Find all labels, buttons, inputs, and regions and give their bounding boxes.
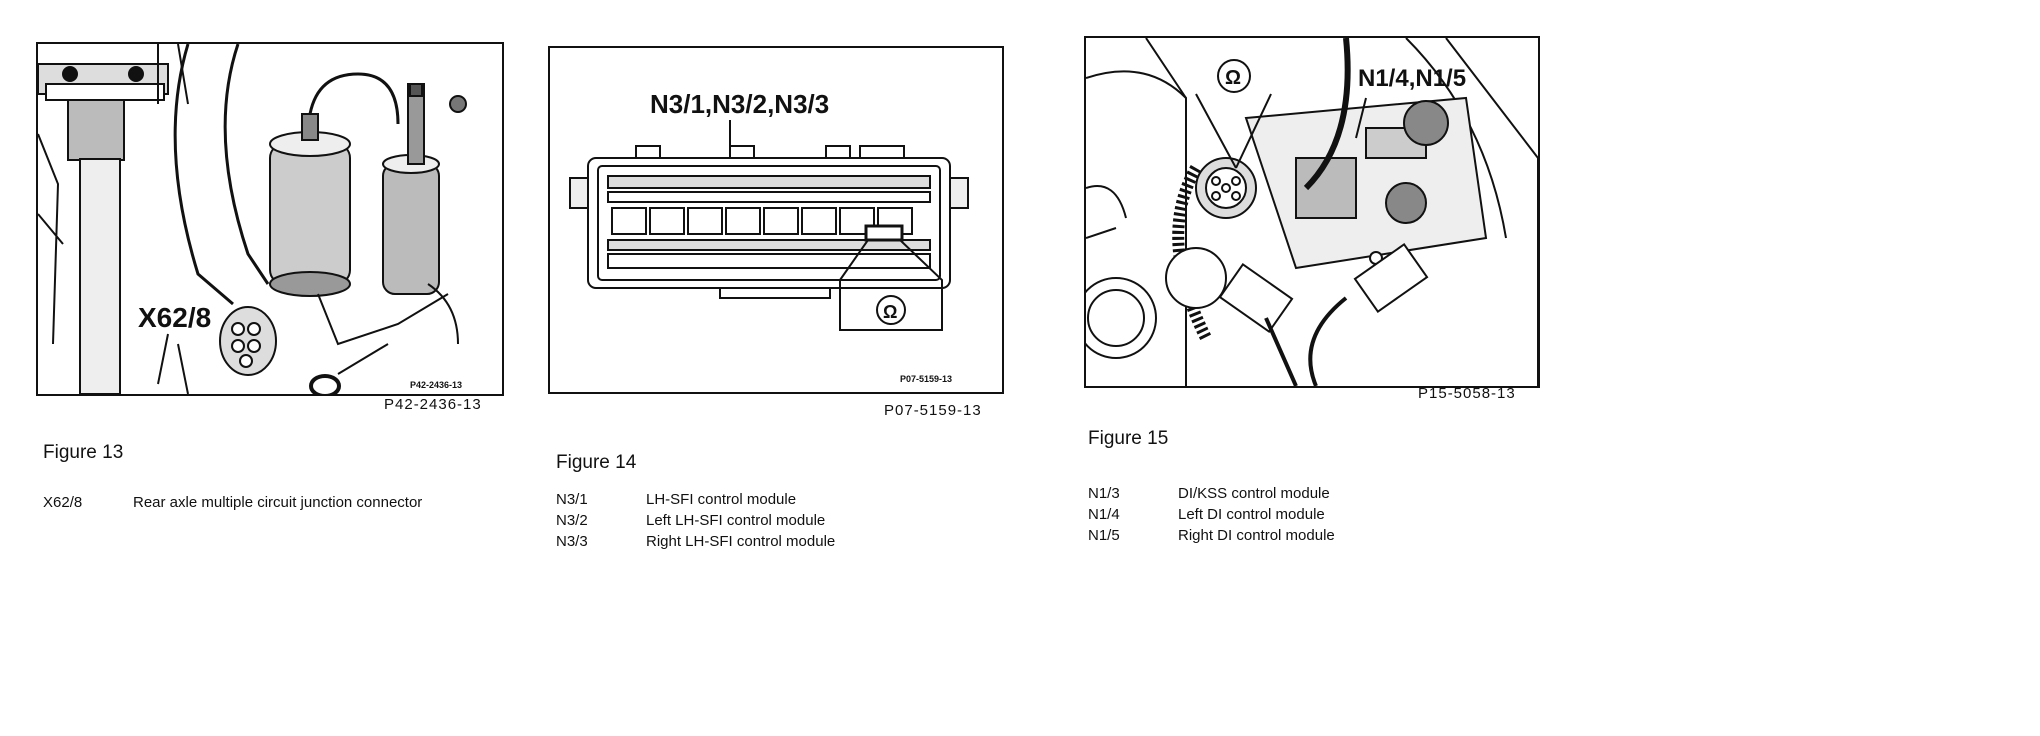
fuel-pump-drawing: X62/8 P42-2436-13 [38,44,467,394]
legend-row: N1/4 Left DI control module [1088,504,1335,525]
legend-row: N1/3 DI/KSS control module [1088,483,1335,504]
legend-code: N3/2 [556,512,588,529]
legend-desc: Left LH-SFI control module [646,512,826,529]
legend-row: N1/5 Right DI control module [1088,525,1335,546]
legend-row: N3/3 Right LH-SFI control module [556,531,835,552]
legend-desc: Left DI control module [1178,506,1325,523]
legend-code: N3/1 [556,491,588,508]
figure-14-legend: N3/1 LH-SFI control module N3/2 Left LH-… [556,489,835,552]
figure-15-illustration: Ω N1/4,N1/5 [1084,36,1540,388]
legend-code: N1/5 [1088,527,1120,544]
ohm-icon: Ω [1225,67,1241,89]
callout-x62-8: X62/8 [138,302,211,333]
figure-15-caption: Figure 15 [1088,428,1169,449]
figure-13-legend: X62/8 Rear axle multiple circuit junctio… [43,492,422,513]
legend-code: N3/3 [556,533,588,550]
legend-code: N1/3 [1088,485,1120,502]
legend-code: N1/4 [1088,506,1120,523]
figure-13-illustration: X62/8 P42-2436-13 [36,42,504,396]
legend-row: N3/1 LH-SFI control module [556,489,835,510]
legend-code: X62/8 [43,494,83,511]
ohm-icon: Ω [883,302,897,322]
inner-ref-code: P07-5159-13 [900,374,952,384]
figure-15-ref-code: P15-5058-13 [1418,385,1516,402]
legend-desc: Right DI control module [1178,527,1335,544]
legend-row: N3/2 Left LH-SFI control module [556,510,835,531]
legend-desc: Right LH-SFI control module [646,533,836,550]
legend-row: X62/8 Rear axle multiple circuit junctio… [43,492,422,513]
legend-desc: DI/KSS control module [1178,485,1330,502]
figure-14-illustration: N3/1,N3/2,N3/3 [548,46,1004,394]
ignition-module-drawing: Ω N1/4,N1/5 [1086,38,1538,386]
figure-13-ref-code: P42-2436-13 [384,396,482,413]
figure-14-caption: Figure 14 [556,452,637,473]
legend-desc: LH-SFI control module [646,491,797,508]
callout-n3: N3/1,N3/2,N3/3 [650,89,829,119]
figure-14-ref-code: P07-5159-13 [884,402,982,419]
callout-n1: N1/4,N1/5 [1358,65,1466,92]
inner-ref-code: P42-2436-13 [410,380,462,390]
figure-13-caption: Figure 13 [43,442,124,463]
control-module-drawing: N3/1,N3/2,N3/3 [569,89,969,384]
figure-15-legend: N1/3 DI/KSS control module N1/4 Left DI … [1088,483,1335,546]
legend-desc: Rear axle multiple circuit junction conn… [133,494,423,511]
